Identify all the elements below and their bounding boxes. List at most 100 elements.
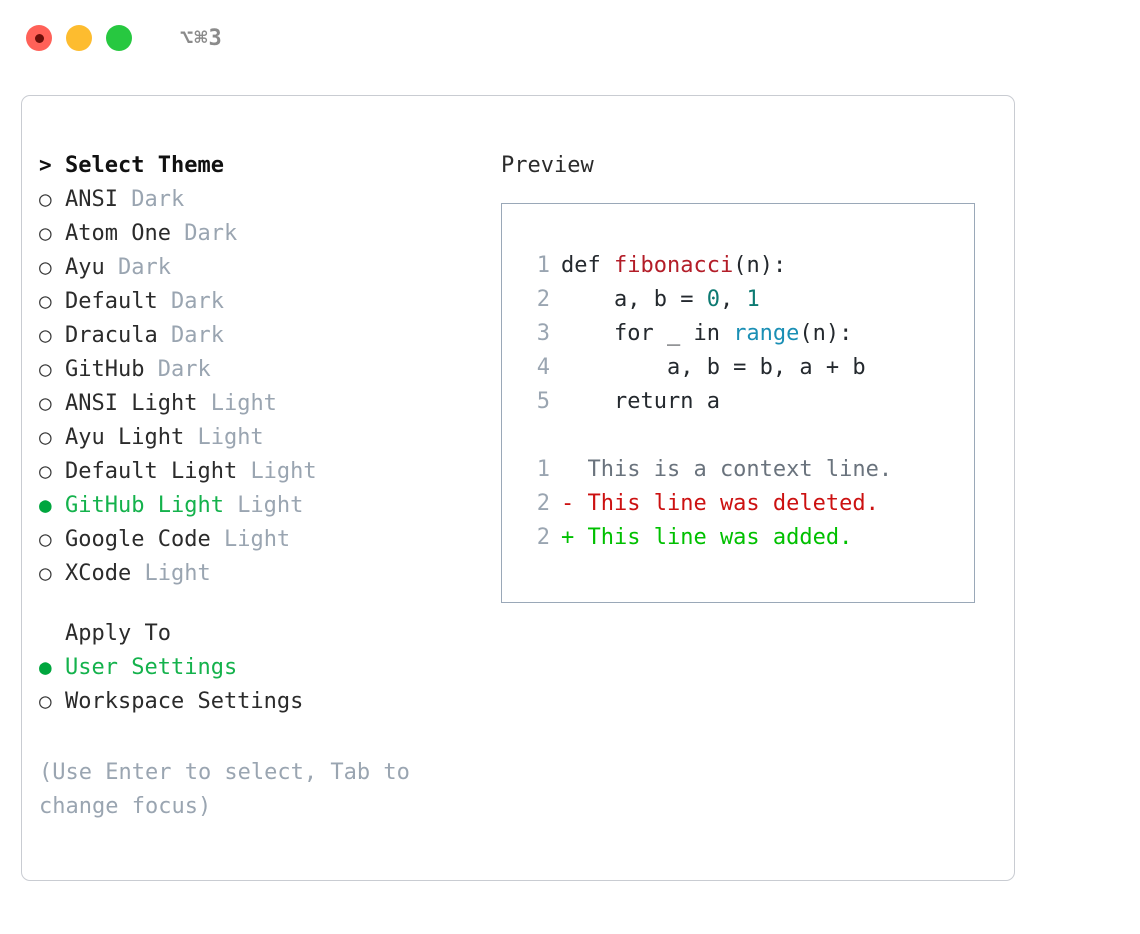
theme-list-item[interactable]: ● GitHub Light Light [39,488,469,522]
radio-unselected-icon: ○ [39,288,52,313]
theme-list: ○ANSI Dark○Atom One Dark○Ayu Dark○Defaul… [39,182,469,590]
code-token: (n): [733,252,787,278]
theme-name: XCode [65,560,145,586]
theme-variant-badge: Light [210,390,277,416]
apply-to-name: Workspace Settings [65,688,304,714]
theme-list-item[interactable]: ○ ANSI Light Light [39,386,469,420]
section-spacer [39,590,469,616]
code-token: def [561,252,614,278]
theme-name: ANSI Light [65,390,211,416]
apply-to-list: ● User Settings ○ Workspace Settings [39,650,469,718]
apply-to-item[interactable]: ○ Workspace Settings [39,684,469,718]
line-number: 2 [536,524,550,550]
code-token: fibonacci [613,252,734,278]
code-token: (n): [799,320,853,346]
diff-block: 1 This is a context line. 2 - This line wa… [502,452,974,554]
theme-variant-badge: Light [144,560,211,586]
theme-variant-badge: Dark [117,254,171,280]
diff-line: 2 + This line was added. [502,520,974,554]
theme-list-item[interactable]: ○ANSI Dark [39,182,469,216]
line-number: 1 [536,252,550,278]
code-diff-spacer [502,418,974,452]
radio-unselected-icon: ○ [39,458,52,483]
keyboard-hint: (Use Enter to select, Tab to change focu… [39,760,410,819]
theme-name: Google Code [65,526,224,552]
radio-unselected-icon: ○ [39,356,52,381]
code-token: return a [561,388,720,414]
diff-line: 2 - This line was deleted. [502,486,974,520]
radio-unselected-icon: ○ [39,322,52,347]
diff-text: This is a context line. [561,456,893,482]
line-number: 5 [536,388,550,414]
close-button[interactable] [26,25,52,51]
diff-text: - This line was deleted. [561,490,879,516]
line-number: 3 [536,320,550,346]
code-line: 1 def fibonacci(n): [502,248,974,282]
theme-list-item[interactable]: ○Default Light Light [39,454,469,488]
apply-to-label: Apply To [65,620,171,646]
radio-unselected-icon: ○ [39,688,52,713]
theme-list-item[interactable]: ○GitHub Dark [39,352,469,386]
theme-name: Ayu [65,254,118,280]
line-number: 2 [536,490,550,516]
theme-list-item[interactable]: ○Default Dark [39,284,469,318]
zoom-button[interactable] [106,25,132,51]
theme-list-item[interactable]: ○ XCode Light [39,556,469,590]
code-line: 3 for _ in range(n): [502,316,974,350]
caret-icon: > [39,152,52,177]
code-line: 5 return a [502,384,974,418]
theme-list-item[interactable]: ○ Ayu Dark [39,250,469,284]
theme-variant-badge: Dark [157,356,211,382]
radio-unselected-icon: ○ [39,560,52,585]
theme-name: Default [65,288,171,314]
main-panel: > Select Theme ○ANSI Dark○Atom One Dark○… [21,95,1015,881]
theme-list-item[interactable]: ○ Atom One Dark [39,216,469,250]
radio-selected-icon: ● [39,492,52,517]
diff-text: + This line was added. [561,524,853,550]
theme-name: ANSI [65,186,132,212]
theme-variant-badge: Light [237,492,304,518]
code-token: for _ in [561,320,734,346]
theme-variant-badge: Dark [184,220,238,246]
code-line: 4 a, b = b, a + b [502,350,974,384]
theme-variant-badge: Light [223,526,291,552]
window-titlebar: ⌥⌘3 [0,0,1140,76]
radio-unselected-icon: ○ [39,424,52,449]
code-line: 2 a, b = 0, 1 [502,282,974,316]
theme-name: Ayu Light [65,424,198,450]
code-token: a, b = [561,286,707,312]
apply-to-header: ○ Apply To [39,616,469,650]
radio-unselected-icon: ○ [39,390,52,415]
radio-selected-icon: ● [39,654,52,679]
code-token: a, b = b, a + b [561,354,866,380]
code-token: , [719,286,747,312]
code-token: 0 [706,286,720,312]
radio-unselected-icon: ○ [39,254,52,279]
line-number: 1 [536,456,550,482]
theme-list-item[interactable]: ○ Ayu Light Light [39,420,469,454]
radio-unselected-icon: ○ [39,220,52,245]
page-title: Select Theme [65,152,224,178]
keyboard-shortcut-label: ⌥⌘3 [180,25,223,51]
theme-name: Atom One [65,220,185,246]
theme-variant-badge: Dark [170,322,224,348]
theme-list-item[interactable]: ○ Google Code Light [39,522,469,556]
code-token: 1 [746,286,760,312]
window-controls [26,25,132,51]
theme-list-item[interactable]: ○ Dracula Dark [39,318,469,352]
theme-name: GitHub Light [65,492,238,518]
theme-name: Dracula [65,322,171,348]
spacer-icon: ○ [39,623,65,644]
apply-to-name: User Settings [65,654,238,680]
theme-variant-badge: Light [250,458,317,484]
theme-picker-header: > Select Theme [39,148,469,182]
radio-unselected-icon: ○ [39,526,52,551]
line-number: 4 [536,354,550,380]
minimize-button[interactable] [66,25,92,51]
radio-unselected-icon: ○ [39,186,52,211]
apply-to-item[interactable]: ● User Settings [39,650,469,684]
theme-variant-badge: Light [197,424,264,450]
